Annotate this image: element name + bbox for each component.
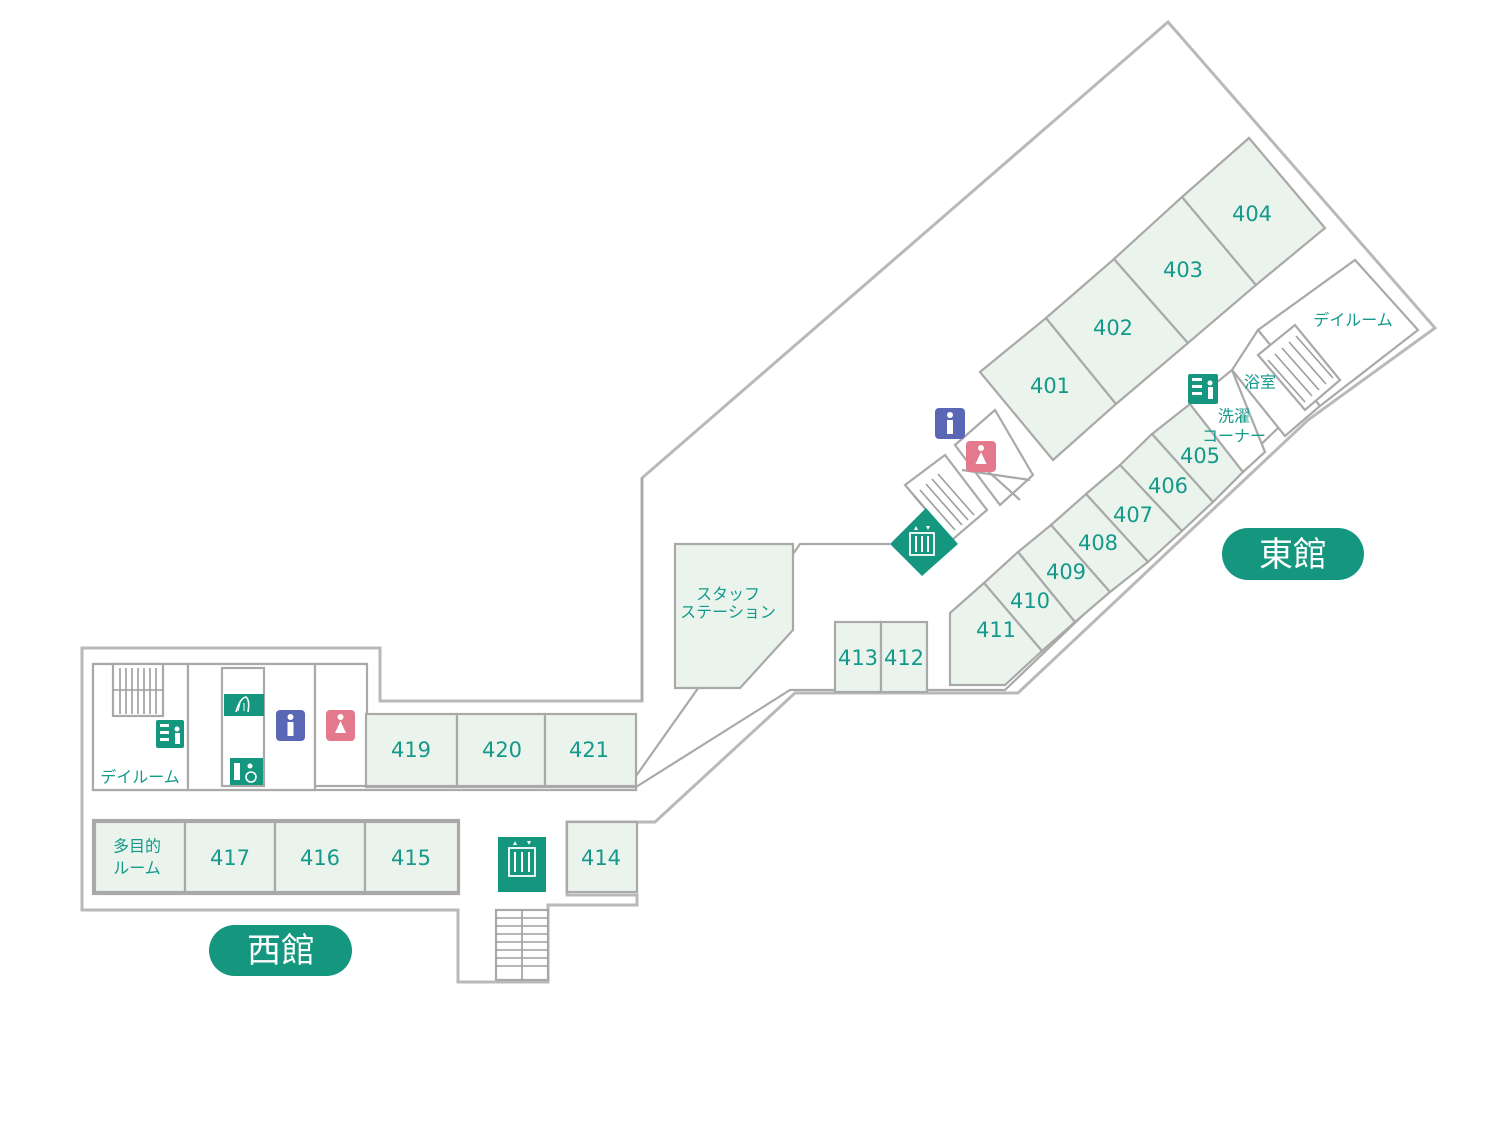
staff-station-label-line1: スタッフ (696, 585, 760, 604)
bath-label: 浴室 (1244, 373, 1276, 392)
room-415 (363, 820, 460, 894)
room-multipurpose (93, 820, 187, 894)
west-building-label: 西館 (247, 931, 315, 971)
room-412 (879, 620, 929, 694)
room-402-label: 402 (1093, 316, 1133, 340)
womens-restroom-icon (326, 710, 355, 741)
staff-station-label-line2: ステーション (680, 603, 776, 622)
room-408-label: 408 (1078, 531, 1118, 555)
laundry-icon (1188, 374, 1218, 404)
room-412-label: 412 (884, 646, 924, 670)
womens-restroom-icon (966, 441, 996, 472)
room-419 (364, 712, 459, 788)
room-420 (455, 712, 547, 788)
room-403-label: 403 (1163, 258, 1203, 282)
multipurpose-label-line2: ルーム (113, 859, 161, 878)
room-414 (565, 820, 639, 894)
room-419-label: 419 (391, 738, 431, 762)
room-406-label: 406 (1148, 474, 1188, 498)
west-building-badge: 西館 (209, 925, 352, 976)
mens-restroom-icon (935, 408, 965, 439)
room-409-label: 409 (1046, 560, 1086, 584)
east-dayroom-label: デイルーム (1313, 311, 1393, 330)
room-404-label: 404 (1232, 202, 1272, 226)
room-417-label: 417 (210, 846, 250, 870)
shower-icon (224, 694, 264, 716)
east-building-badge: 東館 (1222, 528, 1364, 580)
room-421-label: 421 (569, 738, 609, 762)
room-411-label: 411 (976, 618, 1016, 642)
room-411 (948, 581, 1044, 687)
room-404 (1180, 136, 1327, 287)
laundry-label-line2: コーナー (1202, 427, 1266, 446)
multipurpose-label-line1: 多目的 (113, 837, 161, 856)
west-rooms (93, 712, 638, 894)
room-415-label: 415 (391, 846, 431, 870)
west-dayroom-label: デイルーム (100, 768, 180, 787)
room-414-label: 414 (581, 846, 621, 870)
room-labels: 401 402 403 404 405 406 407 408 409 410 … (210, 202, 1272, 870)
staff-station (673, 542, 795, 690)
laundry-icon (156, 720, 184, 748)
room-420-label: 420 (482, 738, 522, 762)
east-rooms (565, 136, 1420, 894)
room-401-label: 401 (1030, 374, 1070, 398)
room-405-label: 405 (1180, 444, 1220, 468)
east-building-label: 東館 (1259, 535, 1327, 575)
room-407-label: 407 (1113, 503, 1153, 527)
room-410-label: 410 (1010, 589, 1050, 613)
room-416 (273, 820, 367, 894)
mens-restroom-icon (276, 710, 305, 741)
stairs-icon (111, 323, 1342, 982)
elevator-icon (890, 508, 958, 576)
facility-labels: デイルーム デイルーム 浴室 洗濯 コーナー スタッフ ステーション 多目的 ル… (100, 311, 1393, 878)
room-413-label: 413 (838, 646, 878, 670)
accessible-restroom-icon (230, 758, 263, 785)
elevator-icon (498, 837, 546, 892)
room-413 (833, 620, 883, 694)
room-421 (543, 712, 638, 788)
laundry-label-line1: 洗濯 (1218, 407, 1250, 426)
room-416-label: 416 (300, 846, 340, 870)
